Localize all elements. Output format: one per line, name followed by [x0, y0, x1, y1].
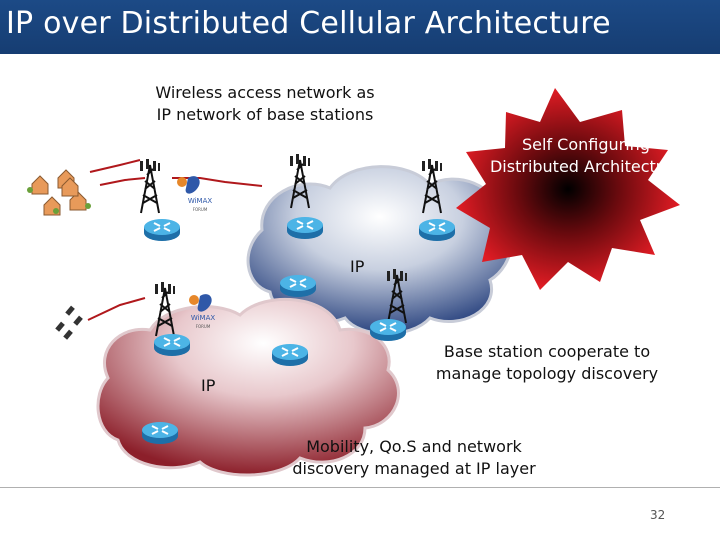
ip-label-upper: IP [350, 257, 365, 276]
router-icon [271, 343, 309, 367]
caption-line: manage topology discovery [435, 364, 659, 383]
star-caption: Self Configuring Distributed Architectur… [470, 134, 702, 178]
title-bar: IP over Distributed Cellular Architectur… [0, 0, 720, 54]
svg-text:FORUM: FORUM [193, 207, 208, 212]
svg-text:WiMAX: WiMAX [188, 197, 213, 205]
caption-line: Mobility, Qo.S and network [306, 437, 522, 456]
router-icon [141, 421, 179, 445]
caption-line: Wireless access network as [155, 83, 375, 102]
mobile-devices [55, 305, 83, 340]
router-icon [418, 218, 456, 242]
radio-links [87, 159, 263, 321]
caption-line: Self Configuring [522, 135, 650, 154]
router-icon [153, 333, 191, 357]
self-configuring-star [456, 88, 680, 290]
page-number: 32 [650, 508, 666, 522]
base-station-caption: Base station cooperate to manage topolog… [416, 341, 678, 385]
svg-text:FORUM: FORUM [196, 324, 211, 329]
caption-line: IP network of base stations [156, 105, 374, 124]
svg-text:WiMAX: WiMAX [191, 314, 216, 322]
wimax-logo: WiMAX FORUM [189, 294, 215, 329]
caption-line: discovery managed at IP layer [292, 459, 536, 478]
caption-line: Base station cooperate to [443, 342, 651, 361]
router-icon [286, 216, 324, 240]
house-cluster [31, 169, 87, 216]
slide-title: IP over Distributed Cellular Architectur… [6, 6, 611, 41]
base-station-tower [139, 158, 161, 214]
wimax-logo: WiMAX FORUM [177, 176, 212, 212]
caption-line: Distributed Architecture [489, 157, 682, 176]
router-icon [143, 218, 181, 242]
mobility-caption: Mobility, Qo.S and network discovery man… [262, 436, 566, 480]
ip-label-lower: IP [201, 376, 216, 395]
router-icon [279, 274, 317, 298]
wireless-network-caption: Wireless access network as IP network of… [135, 82, 395, 126]
footer-divider [0, 487, 720, 488]
router-icon [369, 318, 407, 342]
